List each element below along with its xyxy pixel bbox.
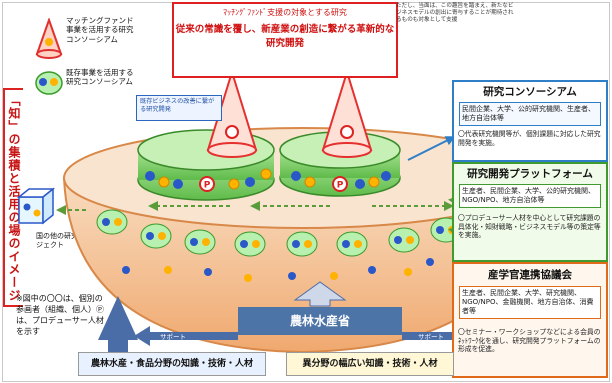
consortium-members: 民間企業、大学、公的研究機関、生産者、地方自治体等 [459, 102, 601, 126]
cube-icon [16, 187, 56, 225]
ministry-box: 農林水産省 [238, 307, 402, 335]
consortium-desc: 〇代表研究機関等が、個別課題に対応した研究開発を実施。 [458, 130, 601, 147]
platform-panel: 研究開発プラットフォーム 生産者、民間企業、大学、公的研究機関、NGO/NPO、… [452, 162, 608, 262]
ministry-up-arrow [293, 281, 347, 307]
svg-text:P: P [204, 181, 211, 191]
bottom-left-box: 農林水産・食品分野の知識・技術・人材 [78, 352, 266, 376]
left-up-arrow [98, 296, 138, 358]
support-label-left: サポート [160, 333, 186, 341]
svg-text:P: P [337, 181, 344, 191]
platform-title: 研究開発プラットフォーム [467, 168, 593, 180]
platform-desc: 〇プロデューサー人材を中心として研究課題の具体化・知財戦略・ビジネスモデル等の策… [458, 214, 601, 240]
small-consortia [96, 209, 462, 257]
legend-eye-icon [35, 71, 63, 95]
target-research-box: ﾏｯﾁﾝｸﾞﾌｧﾝﾄﾞ支援の対象とする研究 従来の常識を覆し、新産業の創造に繋が… [172, 2, 398, 78]
target-research-heading: ﾏｯﾁﾝｸﾞﾌｧﾝﾄﾞ支援の対象とする研究 [223, 8, 347, 17]
existing-business-callout: 既存ビジネスの改善に繋がる研究開発 [136, 95, 222, 121]
consortium-panel: 研究コンソーシアム 民間企業、大学、公的研究機関、生産者、地方自治体等 〇代表研… [452, 80, 608, 162]
legend-cone-icon [35, 18, 63, 59]
bottom-right-box: 異分野の幅広い知識・技術・人材 [286, 352, 454, 376]
council-panel: 産学官連携協議会 生産者、民間企業、大学、研究機関、NGO/NPO、金融機関、地… [452, 262, 608, 378]
legend-eye-text: 既存事業を活用する研究コンソーシアム [66, 68, 134, 87]
consortium-title: 研究コンソーシアム [483, 86, 577, 98]
support-label-right: サポート [418, 333, 444, 341]
council-title: 産学官連携協議会 [488, 269, 572, 281]
target-research-body: 従来の常識を覆し、新産業の創造に繋がる革新的な研究開発 [175, 24, 395, 49]
top-note: ただし、当面は、この趣旨を踏まえ、新たなビジネスモデルの創出に寄与することが期待… [396, 3, 514, 24]
cube-text: 国の他の研究開発プロジェクト [36, 232, 106, 250]
council-desc: 〇セミナー・ワークショップなどによる会員のﾈｯﾄﾜｰｸ化を通し、研究開発プラット… [458, 328, 601, 354]
legend-cone-text: マッチングファンド事業を活用する研究コンソーシアム [66, 16, 134, 44]
council-members: 生産者、民間企業、大学、研究機関、NGO/NPO、金融機関、地方自治体、消費者等 [459, 286, 601, 319]
people-note: ※図中の〇〇は、個別の参画者（組織、個人）Ⓟは、プロデューサー人材を示す [16, 294, 104, 336]
support-arrow-right [402, 326, 478, 346]
support-arrow-left [134, 326, 238, 346]
platform-members: 生産者、民間企業、大学、公的研究機関、NGO/NPO、地方自治体等 [459, 184, 601, 208]
side-title: 「知」の集積と活用の場のイメージ [3, 88, 23, 307]
